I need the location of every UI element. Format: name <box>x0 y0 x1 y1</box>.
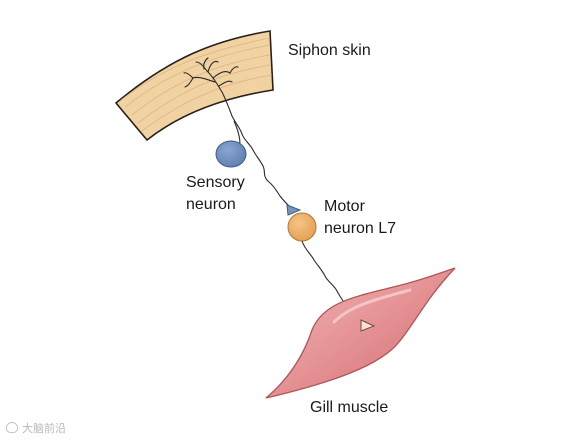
sensory-axon <box>221 91 290 207</box>
siphon-skin-band <box>114 30 274 142</box>
label-motor-neuron-line1: Motor <box>324 198 365 215</box>
weibo-logo-icon <box>6 422 18 433</box>
label-siphon-skin: Siphon skin <box>288 42 371 59</box>
gill-muscle <box>265 267 456 399</box>
sensory-synapse-terminal <box>286 204 302 216</box>
label-sensory-neuron-line2: neuron <box>186 196 236 213</box>
gill-muscle-highlight <box>332 288 412 324</box>
sensory-neuron-cell-body <box>215 140 247 168</box>
sensory-nerve-endings <box>183 57 239 93</box>
motor-synapse-terminal <box>360 319 376 332</box>
siphon-skin <box>114 30 274 142</box>
label-sensory-neuron-line1: Sensory <box>186 174 245 191</box>
watermark-text: 大脑前沿 <box>22 422 66 435</box>
motor-neuron-cell-body <box>287 212 317 242</box>
watermark: 大脑前沿 <box>6 420 66 436</box>
sensory-cell-process <box>233 120 241 145</box>
skin-texture <box>120 37 273 132</box>
label-gill-muscle: Gill muscle <box>310 399 389 416</box>
gill-muscle-body <box>265 267 456 399</box>
label-motor-neuron-line2: neuron L7 <box>324 220 397 237</box>
